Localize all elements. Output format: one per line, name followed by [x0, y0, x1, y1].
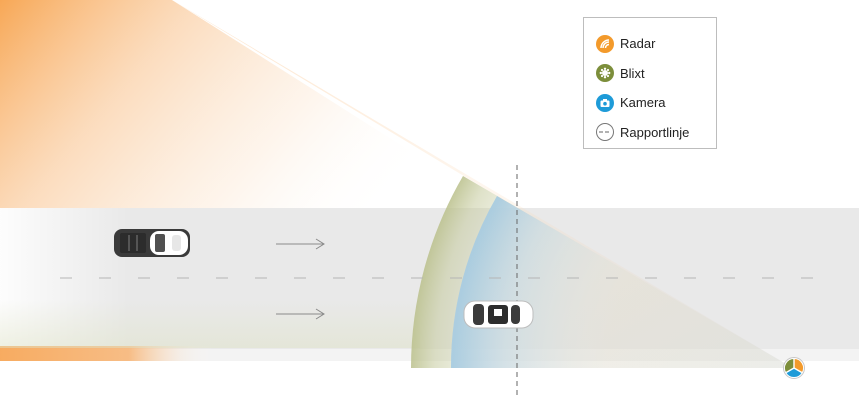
camera-icon — [596, 94, 614, 112]
legend-label-camera: Kamera — [620, 95, 666, 110]
legend-item-flash: Blixt — [596, 59, 716, 89]
sensor-brand-logo — [784, 358, 805, 379]
flash-icon — [596, 64, 614, 82]
report-line-icon — [596, 123, 614, 141]
legend-label-report-line: Rapportlinje — [620, 125, 689, 140]
legend-item-report-line: Rapportlinje — [596, 118, 716, 148]
legend: Radar Blixt Kamera — [583, 17, 717, 149]
legend-item-radar: Radar — [596, 29, 716, 59]
radar-icon — [596, 35, 614, 53]
legend-label-radar: Radar — [620, 36, 655, 51]
legend-label-flash: Blixt — [620, 66, 645, 81]
legend-item-camera: Kamera — [596, 88, 716, 118]
radar-coverage-area — [0, 0, 500, 208]
pickup-truck — [114, 229, 190, 257]
passenger-car — [464, 301, 533, 328]
radar-road-edge-glow — [0, 346, 430, 361]
flash-road-edge-glow — [0, 300, 420, 348]
